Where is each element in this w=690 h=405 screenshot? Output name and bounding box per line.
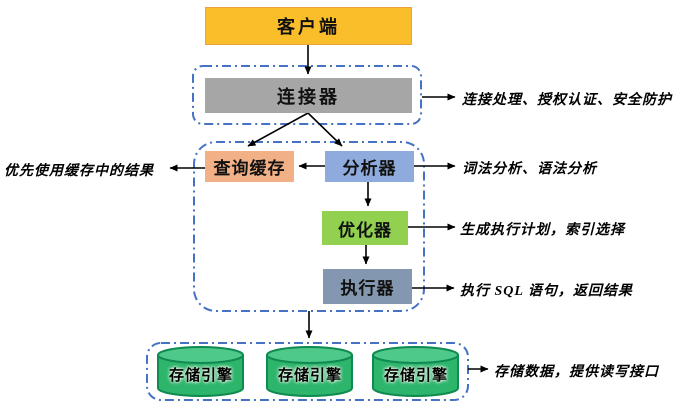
annotation-optimizer: 生成执行计划，索引选择 bbox=[460, 223, 625, 238]
storage-engine-label: 存储引擎 bbox=[383, 368, 448, 384]
cylinder-body bbox=[157, 355, 244, 397]
cylinder-body bbox=[266, 355, 353, 397]
storage-group-border bbox=[146, 342, 469, 401]
node-executor: 执行器 bbox=[323, 269, 412, 304]
node-query-cache: 查询缓存 bbox=[205, 151, 294, 182]
cylinder-top bbox=[266, 346, 353, 364]
storage-cylinder-2 bbox=[266, 346, 353, 397]
cylinder-top bbox=[157, 346, 244, 364]
node-client-label: 客户端 bbox=[277, 17, 340, 37]
node-executor-label: 执行器 bbox=[340, 279, 395, 298]
node-query-cache-label: 查询缓存 bbox=[213, 159, 286, 178]
node-analyzer: 分析器 bbox=[325, 151, 414, 182]
annotation-storage: 存储数据，提供读写接口 bbox=[494, 365, 659, 380]
node-analyzer-label: 分析器 bbox=[342, 159, 397, 178]
storage-cylinder-1 bbox=[157, 346, 244, 397]
storage-cylinder-3 bbox=[372, 346, 459, 397]
node-connector: 连接器 bbox=[205, 78, 412, 113]
arrow-connector-to-query-cache bbox=[247, 112, 309, 147]
node-client: 客户端 bbox=[205, 7, 412, 45]
storage-engine-label: 存储引擎 bbox=[168, 368, 233, 384]
cylinder-top bbox=[372, 346, 459, 364]
node-optimizer: 优化器 bbox=[322, 211, 408, 245]
connector-group-border bbox=[192, 65, 422, 125]
storage-engine-label: 存储引擎 bbox=[277, 368, 342, 384]
arrow-connector-to-analyzer bbox=[307, 112, 343, 147]
cylinder-body bbox=[372, 355, 459, 397]
annotation-analyzer: 词法分析、语法分析 bbox=[462, 162, 597, 177]
node-optimizer-label: 优化器 bbox=[338, 220, 392, 240]
annotation-connector: 连接处理、授权认证、安全防护 bbox=[462, 93, 672, 108]
annotation-query-cache: 优先使用缓存中的结果 bbox=[4, 164, 154, 179]
node-connector-label: 连接器 bbox=[277, 86, 340, 107]
annotation-executor: 执行 SQL 语句，返回结果 bbox=[460, 284, 633, 299]
